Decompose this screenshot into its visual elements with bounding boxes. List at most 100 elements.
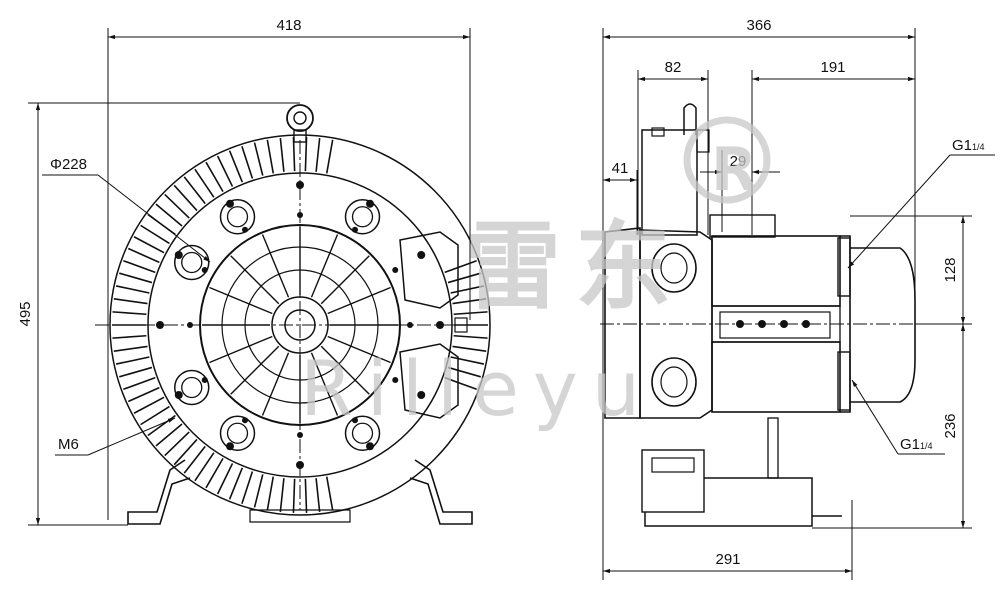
stand-bracket-slot xyxy=(651,457,695,473)
impeller-spoke xyxy=(320,345,370,395)
fin xyxy=(115,356,150,365)
fan-cover xyxy=(850,247,916,403)
lifting-eye xyxy=(286,104,314,132)
fin xyxy=(447,272,481,284)
fin xyxy=(444,376,477,391)
boss-outer xyxy=(173,244,210,281)
stand-post xyxy=(767,417,779,479)
shaft-marker xyxy=(780,320,788,328)
fin xyxy=(123,259,156,274)
bolt-leader-arrow xyxy=(87,417,176,456)
fin xyxy=(133,236,165,254)
fin xyxy=(325,139,334,174)
watermark-char-1: 雷 xyxy=(465,211,561,323)
fin xyxy=(183,176,206,205)
shaft-marker xyxy=(802,320,810,328)
fin xyxy=(173,438,198,466)
fin xyxy=(452,298,487,305)
fin xyxy=(452,345,487,352)
left-foot xyxy=(127,459,191,525)
flange-top xyxy=(709,214,776,238)
boss-inner xyxy=(351,206,374,228)
fin xyxy=(112,311,147,316)
housing-outer-ring xyxy=(109,134,491,516)
fin xyxy=(119,272,153,284)
height-dim-label: 495 xyxy=(17,301,34,326)
fin xyxy=(279,478,285,513)
watermark-registered-circle xyxy=(683,116,771,204)
lower-height-dim-label: 236 xyxy=(942,413,959,438)
lower-port-label: G11/4 xyxy=(900,436,933,453)
fin xyxy=(173,184,198,212)
upper-port-inner xyxy=(660,252,688,284)
upper-port-block xyxy=(399,231,459,309)
impeller-spoke xyxy=(310,352,339,416)
housing-bolt xyxy=(392,267,399,273)
impeller-spoke xyxy=(327,335,391,364)
shaft-band xyxy=(719,311,831,339)
boss-inner xyxy=(181,251,203,274)
fin xyxy=(266,476,275,511)
motor-body-lower xyxy=(711,341,841,413)
fin xyxy=(140,224,170,245)
upper-port-leader xyxy=(847,154,951,269)
fin xyxy=(155,203,183,227)
base-strip xyxy=(249,509,351,523)
lower-port-leader xyxy=(851,379,899,455)
impeller-spoke xyxy=(209,286,273,315)
housing-bolt xyxy=(392,377,399,383)
side-view: 366 82 191 41 29 xyxy=(600,17,995,580)
motor-body-upper xyxy=(711,235,841,307)
fin xyxy=(447,366,481,378)
fin xyxy=(228,467,244,500)
width-dim-label: 418 xyxy=(276,17,301,34)
boss-outer xyxy=(173,369,210,406)
fin xyxy=(205,457,224,489)
overall-dim-label: 366 xyxy=(746,17,771,34)
upper-port-label: G11/4 xyxy=(952,137,985,154)
fin xyxy=(304,478,308,513)
boss-outer xyxy=(344,198,381,235)
housing-bolt xyxy=(417,391,426,399)
lower-port-inner xyxy=(660,366,688,398)
boss-inner xyxy=(181,376,203,399)
fin xyxy=(266,139,275,174)
fin xyxy=(113,298,148,305)
box-dim-label: 82 xyxy=(665,59,682,76)
fin xyxy=(123,376,156,391)
base-width-dim-label: 291 xyxy=(715,551,740,568)
fin xyxy=(315,478,321,513)
fin xyxy=(450,356,485,365)
boss-holes xyxy=(173,198,381,452)
right-offset-dim-label: 191 xyxy=(820,59,845,76)
fin xyxy=(119,366,153,378)
impeller-spoke xyxy=(230,255,280,305)
fin xyxy=(241,145,254,179)
fin xyxy=(164,193,190,219)
boss-outer xyxy=(219,198,256,235)
fin xyxy=(325,476,334,511)
fin xyxy=(127,386,160,403)
fin xyxy=(253,474,264,508)
base-plate xyxy=(644,477,813,527)
fin xyxy=(453,311,488,316)
housing-bolt xyxy=(296,181,304,189)
fin xyxy=(216,155,234,187)
fin xyxy=(113,345,148,352)
fin xyxy=(140,405,170,426)
impeller-spoke xyxy=(230,345,280,395)
lower-port-fitting xyxy=(837,351,851,411)
diameter-leader-arrow xyxy=(97,174,211,263)
impeller-spoke xyxy=(327,286,391,315)
fin xyxy=(183,445,206,474)
impeller-spoke xyxy=(209,335,273,364)
impeller-spoke xyxy=(261,234,290,298)
right-foot xyxy=(409,459,473,525)
fin xyxy=(133,396,165,414)
impeller-spoke xyxy=(261,352,290,416)
housing-bolt xyxy=(407,322,413,328)
lower-port-opening xyxy=(651,357,697,407)
terminal-box-cap xyxy=(651,127,665,137)
fin xyxy=(304,137,308,172)
fin xyxy=(315,137,321,172)
